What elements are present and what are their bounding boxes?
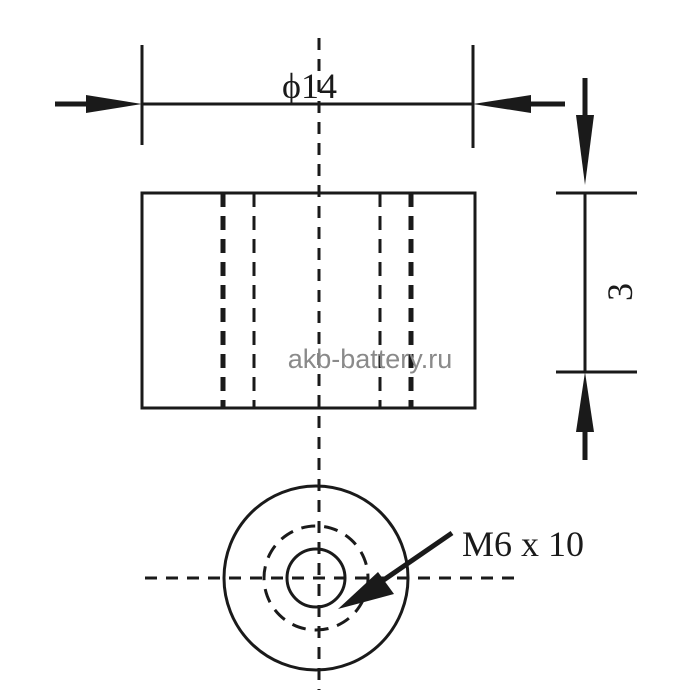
watermark-text: akb-battery.ru — [288, 344, 453, 374]
arrow-left-icon — [473, 95, 531, 113]
height-dimension — [556, 78, 637, 460]
height-label: 3 — [600, 283, 640, 301]
arrow-down-icon — [576, 115, 594, 185]
thread-major-circle — [262, 524, 370, 632]
thread-hole-circle — [285, 547, 347, 609]
diameter-dimension — [55, 45, 565, 148]
thread-label: M6 x 10 — [462, 524, 584, 564]
hidden-thread-lines — [220, 193, 414, 408]
terminal-side-view — [140, 191, 477, 410]
arrow-up-icon — [576, 372, 594, 432]
terminal-outer-circle — [222, 484, 410, 672]
diameter-label: ϕ14 — [282, 66, 337, 106]
leader-arrow-icon — [338, 572, 394, 609]
arrow-right-icon — [86, 95, 142, 113]
thread-leader — [338, 530, 454, 609]
